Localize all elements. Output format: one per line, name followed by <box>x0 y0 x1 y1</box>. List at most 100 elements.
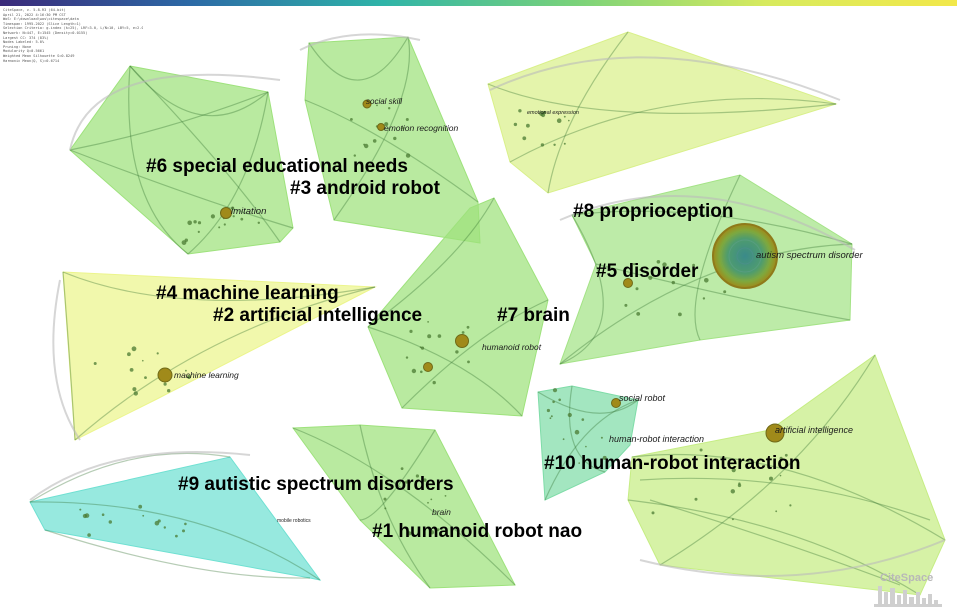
cluster-label-7[interactable]: #7 brain <box>497 305 570 326</box>
keyword-label-social-robot: social robot <box>619 393 666 403</box>
minor-node <box>389 484 393 488</box>
minor-node <box>692 263 695 267</box>
minor-node <box>157 519 161 523</box>
minor-node <box>126 352 131 357</box>
minor-node <box>175 534 178 538</box>
cluster-labels: #6 special educational needs #3 android … <box>146 156 801 542</box>
cluster-label-3[interactable]: #3 android robot <box>290 178 441 199</box>
cluster-hull-c3[interactable] <box>304 36 481 244</box>
minor-node <box>240 217 244 221</box>
node-brain-2[interactable] <box>623 278 633 288</box>
node-brain-1[interactable] <box>423 362 433 372</box>
minor-node <box>513 122 518 127</box>
info-line: Timespan: 1995-2022 (Slice Length=1) <box>3 21 81 26</box>
keyword-label-artificial-intelligence: artificial intelligence <box>775 425 853 435</box>
minor-node <box>376 104 378 107</box>
minor-node <box>552 400 555 404</box>
minor-node <box>730 489 735 494</box>
info-line: Nodes Labeled: 5.0% <box>3 40 45 45</box>
minor-node <box>578 462 580 464</box>
minor-node <box>401 127 405 130</box>
minor-node <box>193 220 197 224</box>
cluster-label-10[interactable]: #10 human-robot interaction <box>544 453 801 474</box>
cluster-label-1[interactable]: #1 humanoid robot nao <box>372 521 582 542</box>
info-line: Network: N=447, E=1545 (Density=0.0155) <box>3 30 88 35</box>
citespace-logo: CiteSpace <box>874 572 942 607</box>
minor-node <box>549 417 552 420</box>
info-line: Selection Criteria: g-index (k=25), LRF=… <box>3 26 143 31</box>
keyword-label-emotion-recognition: emotion recognition <box>384 123 458 133</box>
minor-node <box>181 240 187 246</box>
node-autism-spectrum-disorder[interactable] <box>712 223 778 289</box>
minor-node <box>163 526 166 529</box>
minor-node <box>400 467 404 470</box>
cluster-hull-c9[interactable] <box>29 456 322 581</box>
minor-node <box>704 278 709 283</box>
minor-node <box>542 111 546 114</box>
cluster-hulls <box>29 31 946 596</box>
minor-node <box>129 368 134 372</box>
minor-node <box>409 329 413 333</box>
minor-node <box>779 456 783 460</box>
info-line: April 21, 2022 4:16:30 PM CST <box>3 12 66 17</box>
minor-node <box>133 391 138 396</box>
minor-node <box>210 214 215 219</box>
node-emotion-recognition[interactable] <box>377 123 385 131</box>
node-artificial-intelligence[interactable] <box>765 423 785 443</box>
cluster-hull-c0[interactable] <box>627 354 946 596</box>
major-nodes <box>157 99 785 443</box>
minor-node <box>427 321 429 323</box>
keyword-label-mobile-robotics: mobile robotics <box>277 518 311 524</box>
minor-node <box>636 312 641 316</box>
minor-node <box>553 143 556 146</box>
minor-node <box>461 331 465 334</box>
minor-node <box>602 455 607 460</box>
minor-node <box>568 119 570 122</box>
node-humanoid-robot[interactable] <box>455 334 469 348</box>
node-social-skill[interactable] <box>362 99 372 109</box>
minor-node <box>197 221 202 225</box>
cluster-hull-c7[interactable] <box>367 197 549 417</box>
minor-node <box>223 223 226 226</box>
minor-node <box>546 408 551 413</box>
minor-node <box>648 275 653 280</box>
info-line: CiteSpace, v. 5.8.R3 (64-bit) <box>3 8 66 12</box>
cluster-hull-c5[interactable] <box>559 174 853 365</box>
minor-node <box>737 483 742 488</box>
cluster-hull-c10[interactable] <box>537 385 639 501</box>
cluster-label-4[interactable]: #4 machine learning <box>156 283 339 304</box>
minor-node <box>419 346 422 349</box>
minor-node <box>430 498 433 501</box>
minor-node <box>187 220 192 226</box>
minor-node <box>540 143 545 147</box>
minor-node <box>639 269 641 271</box>
cluster-label-2[interactable]: #2 artificial intelligence <box>213 305 422 326</box>
keyword-label-social-skill: social skill <box>366 97 402 106</box>
minor-node <box>455 350 459 354</box>
cluster-label-5[interactable]: #5 disorder <box>596 261 699 282</box>
minor-node <box>585 445 587 448</box>
minor-node <box>552 388 558 393</box>
cluster-label-6[interactable]: #6 special educational needs <box>146 156 408 177</box>
minor-node <box>383 497 387 501</box>
minor-node <box>779 474 782 477</box>
cluster-label-9[interactable]: #9 autistic spectrum disorders <box>178 474 454 495</box>
minor-node <box>556 118 562 123</box>
cluster-label-8[interactable]: #8 proprioception <box>573 201 733 222</box>
minor-node <box>558 398 561 402</box>
minor-node <box>550 415 553 418</box>
cluster-hull-c1[interactable] <box>292 424 516 589</box>
minor-node <box>526 123 530 128</box>
cluster-hull-c8[interactable] <box>487 31 838 194</box>
node-machine-learning[interactable] <box>157 367 173 383</box>
keyword-label-human-robot-interaction: human-robot interaction <box>609 434 704 444</box>
info-line: Modularity Q=0.5661 <box>3 49 45 54</box>
minor-node <box>93 362 97 365</box>
minor-node <box>624 303 628 307</box>
node-imitation[interactable] <box>220 207 232 219</box>
node-social-robot[interactable] <box>611 398 621 408</box>
minor-node <box>388 107 391 110</box>
cluster-hull-c4[interactable] <box>62 271 377 441</box>
